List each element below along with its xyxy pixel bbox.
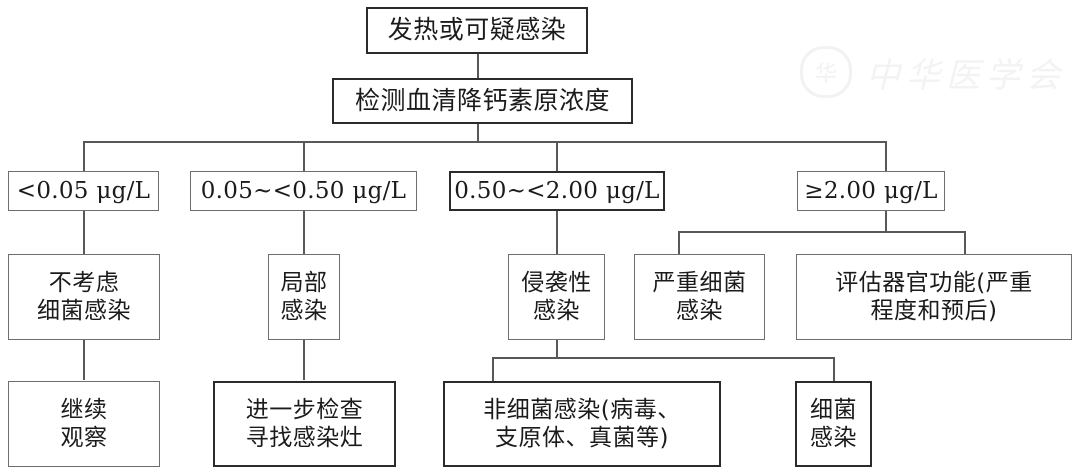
watermark: 华 中华医学会 [800,46,1066,98]
node-action-3[interactable]: 非细菌感染(病毒、 支原体、真菌等) [443,381,721,467]
connector-range-2-to-result-2 [303,211,305,254]
node-range-2[interactable]: 0.05~<0.50 μg/L [190,171,417,211]
connector-range-3-to-result-3 [556,211,558,254]
watermark-seal-icon: 华 [800,46,852,98]
connector-result-1-to-action-1 [83,340,85,380]
node-action-2[interactable]: 进一步检查 寻找感染灶 [213,381,396,467]
connector-range-4-to-bus [885,211,887,233]
connector-bus-to-range-4 [885,141,887,171]
connector-bus-to-range-2 [303,141,305,171]
watermark-text: 中华医学会 [866,55,1066,96]
node-result-3[interactable]: 侵袭性 感染 [508,254,605,340]
connector-bus-to-action-3 [492,357,494,381]
node-root[interactable]: 发热或可疑感染 [366,7,588,54]
node-action-4[interactable]: 细菌 感染 [795,381,872,467]
connector-result-2-to-action-2 [303,340,305,380]
node-action-1[interactable]: 继续 观察 [8,381,160,467]
connector-range-1-to-result-1 [83,211,85,254]
node-result-1[interactable]: 不考虑 细菌感染 [8,254,160,340]
connector-bus-result-3 [492,357,835,359]
node-range-1[interactable]: <0.05 μg/L [8,171,159,211]
node-test[interactable]: 检测血清降钙素原浓度 [332,78,633,124]
node-result-5[interactable]: 评估器官功能(严重 程度和预后) [796,254,1072,340]
connector-bus-to-range-3 [556,141,558,171]
node-result-2[interactable]: 局部 感染 [268,254,340,340]
connector-bus-to-action-4 [833,357,835,381]
connector-test-to-bus [477,124,479,142]
connector-bus-range-4 [678,231,966,233]
connector-bus-to-result-4 [678,231,680,254]
connector-bus-to-result-5 [964,231,966,254]
node-result-4[interactable]: 严重细菌 感染 [634,254,765,340]
connector-result-3-to-bus [556,340,558,358]
connector-bus-to-range-1 [83,141,85,171]
node-range-4[interactable]: ≥2.00 μg/L [797,171,945,211]
node-range-3[interactable]: 0.50~<2.00 μg/L [449,171,665,211]
connector-root-to-test [477,54,479,78]
connector-bus-ranges [83,141,887,143]
